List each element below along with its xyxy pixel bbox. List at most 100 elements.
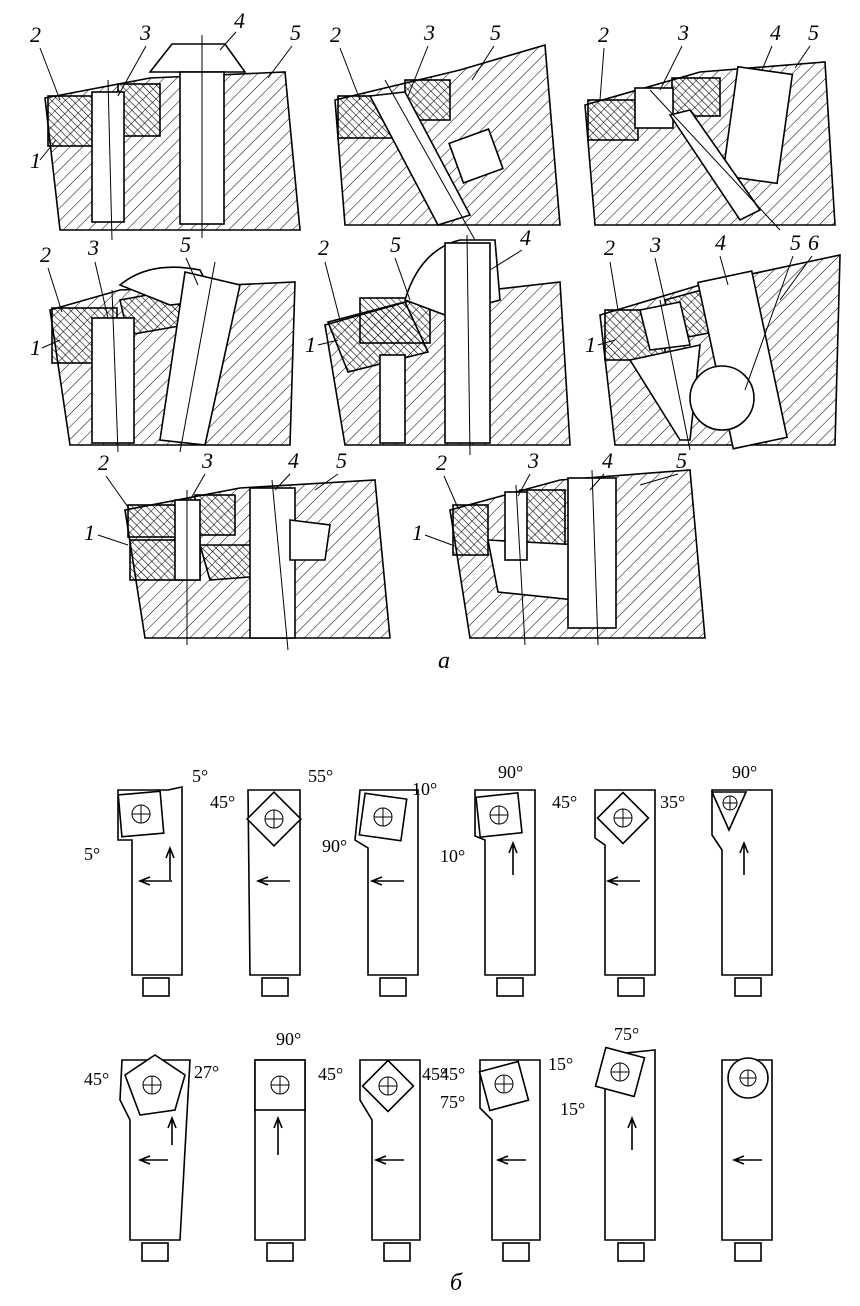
screw xyxy=(368,91,472,226)
axis xyxy=(649,89,781,231)
screw xyxy=(91,317,135,444)
leader xyxy=(314,473,339,491)
leader xyxy=(794,45,811,69)
part-label: 5 xyxy=(180,232,191,257)
leader xyxy=(719,255,729,286)
tool-9: 45° 45° xyxy=(318,1059,447,1262)
screw xyxy=(504,491,528,561)
leader xyxy=(41,339,61,349)
tool-1: 5° 5° xyxy=(84,766,208,997)
screw-head xyxy=(141,1242,169,1262)
axis xyxy=(271,479,289,651)
leader xyxy=(424,534,453,546)
feed-arrow xyxy=(495,1155,526,1165)
pin-head xyxy=(148,43,247,73)
angle-label: 75° xyxy=(440,1092,465,1112)
clamp-design-6: 2 3 4 5 6 1 xyxy=(585,230,841,451)
part-label: 5 xyxy=(490,20,501,45)
feed-arrow xyxy=(273,1115,283,1155)
feed-arrow xyxy=(369,876,404,886)
screw-head xyxy=(261,977,289,997)
angle-label: 45° xyxy=(210,792,235,812)
part-label: 2 xyxy=(30,22,41,47)
leader xyxy=(744,255,794,391)
part-label: 1 xyxy=(412,520,423,545)
part-label: 1 xyxy=(305,332,316,357)
angle-label: 10° xyxy=(440,846,465,866)
part-label: 5 xyxy=(790,230,801,255)
angle-label: 15° xyxy=(548,1054,573,1074)
tool-2: 45° 55° xyxy=(210,766,333,997)
holder-body xyxy=(247,789,301,976)
angle-label: 45° xyxy=(318,1064,343,1084)
angle-label: 27° xyxy=(194,1062,219,1082)
leader xyxy=(324,261,341,321)
holder-body xyxy=(474,789,536,976)
ball xyxy=(689,365,755,431)
part-label: 2 xyxy=(330,22,341,47)
part-label: 4 xyxy=(234,8,245,33)
pin xyxy=(159,271,241,446)
feed-arrow xyxy=(739,840,749,875)
panel-b: 5° 5° 45° 55° 10° 90° xyxy=(84,762,773,1296)
angle-label: 45° xyxy=(552,792,577,812)
screw-head xyxy=(734,977,762,997)
insert xyxy=(127,504,184,538)
angle-label: 35° xyxy=(660,792,685,812)
part-label: 1 xyxy=(30,148,41,173)
tool-5: 45° 35° xyxy=(552,789,685,997)
feed-arrow xyxy=(137,876,172,886)
screw-head xyxy=(502,1242,530,1262)
axis xyxy=(111,289,119,453)
screw-head xyxy=(617,1242,645,1262)
clamp-plate xyxy=(194,494,236,536)
axis xyxy=(179,261,216,453)
part-label: 1 xyxy=(30,335,41,360)
feed-arrow xyxy=(508,840,518,875)
pin xyxy=(249,487,296,639)
tool-8: 90° xyxy=(254,1029,306,1262)
part-label: 2 xyxy=(40,242,51,267)
angle-label: 90° xyxy=(732,762,757,782)
leader xyxy=(219,31,237,51)
holder-body xyxy=(479,1059,541,1241)
feed-arrow xyxy=(255,876,290,886)
insert xyxy=(710,791,748,832)
part-label: 3 xyxy=(87,235,99,260)
angle-label: 15° xyxy=(560,1099,585,1119)
leader xyxy=(117,45,147,97)
pin xyxy=(696,270,789,450)
part-label: 5 xyxy=(676,448,687,473)
feed-arrow xyxy=(627,1115,637,1150)
part-label: 3 xyxy=(139,20,151,45)
axis xyxy=(659,299,691,451)
tool-4: 90° 10° xyxy=(440,762,536,997)
axis xyxy=(466,234,471,456)
cradle xyxy=(487,539,581,601)
part-label: 2 xyxy=(436,450,447,475)
screw-head xyxy=(379,977,407,997)
feed-arrow xyxy=(605,876,640,886)
leader xyxy=(39,47,61,101)
angle-label: 75° xyxy=(614,1024,639,1044)
clamp-design-5: 2 5 4 1 xyxy=(305,225,571,456)
tool-10: 45° 15° 75° xyxy=(440,1054,573,1262)
holder-body xyxy=(354,789,419,976)
clamp-design-4: 2 3 5 1 xyxy=(30,232,296,453)
part-label: 2 xyxy=(604,235,615,260)
clamp-design-2: 2 3 5 xyxy=(330,20,561,241)
feed-arrow xyxy=(731,1155,762,1165)
leader xyxy=(517,473,531,497)
part-label: 2 xyxy=(318,235,329,260)
angle-label: 90° xyxy=(322,836,347,856)
leader xyxy=(267,45,293,79)
leader xyxy=(189,473,206,501)
key xyxy=(289,519,331,561)
leader xyxy=(407,45,429,97)
leader xyxy=(779,255,813,301)
leader xyxy=(105,475,131,511)
pin xyxy=(721,65,794,185)
leader xyxy=(589,473,605,491)
lever xyxy=(448,128,504,184)
leader xyxy=(597,339,616,346)
